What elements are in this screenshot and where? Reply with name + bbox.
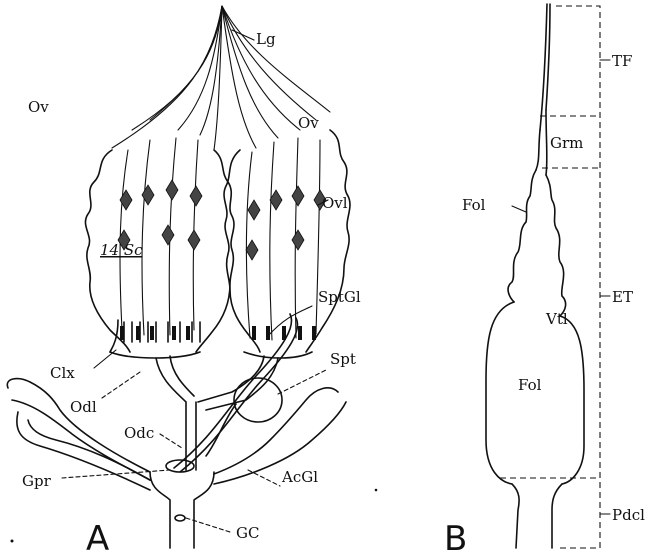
label-odl: Odl bbox=[70, 398, 97, 416]
label-gc: GC bbox=[236, 524, 259, 542]
label-sptgl: SptGl bbox=[318, 288, 361, 306]
panel-a-drawing bbox=[7, 6, 350, 548]
label-gpr: Gpr bbox=[22, 472, 52, 490]
label-handwritten-note: 14 Sc bbox=[100, 241, 143, 259]
label-odc: Odc bbox=[124, 424, 154, 442]
label-spt: Spt bbox=[330, 350, 356, 368]
label-ovl: Ovl bbox=[322, 194, 348, 212]
label-fol-lower: Fol bbox=[518, 376, 542, 394]
label-pdcl: Pdcl bbox=[612, 506, 645, 524]
label-ov-left: Ov bbox=[28, 98, 49, 116]
label-ov-right: Ov bbox=[298, 114, 319, 132]
label-acgl: AcGl bbox=[281, 468, 318, 486]
label-clx: Clx bbox=[50, 364, 75, 382]
panel-b-leaders bbox=[512, 206, 526, 212]
genital-chamber bbox=[150, 460, 214, 548]
panel-b-drawing bbox=[486, 4, 584, 548]
panel-letter-a: A bbox=[86, 519, 109, 555]
label-fol-upper: Fol bbox=[462, 196, 486, 214]
panel-a-labels: Lg Ov Ov Ovl 14 Sc SptGl Spt Clx Odl Odc… bbox=[22, 30, 361, 555]
label-et: ET bbox=[612, 288, 633, 306]
panel-letter-b: B bbox=[444, 519, 467, 555]
label-vtl: Vtl bbox=[545, 310, 568, 328]
left-ovary bbox=[85, 6, 234, 358]
panel-b-bracket bbox=[500, 6, 610, 548]
label-lg: Lg bbox=[256, 30, 276, 48]
panel-b-labels: TF Grm Fol Vtl ET Fol Pdcl B bbox=[444, 52, 645, 555]
label-grm: Grm bbox=[550, 134, 583, 152]
label-tf: TF bbox=[612, 52, 632, 70]
